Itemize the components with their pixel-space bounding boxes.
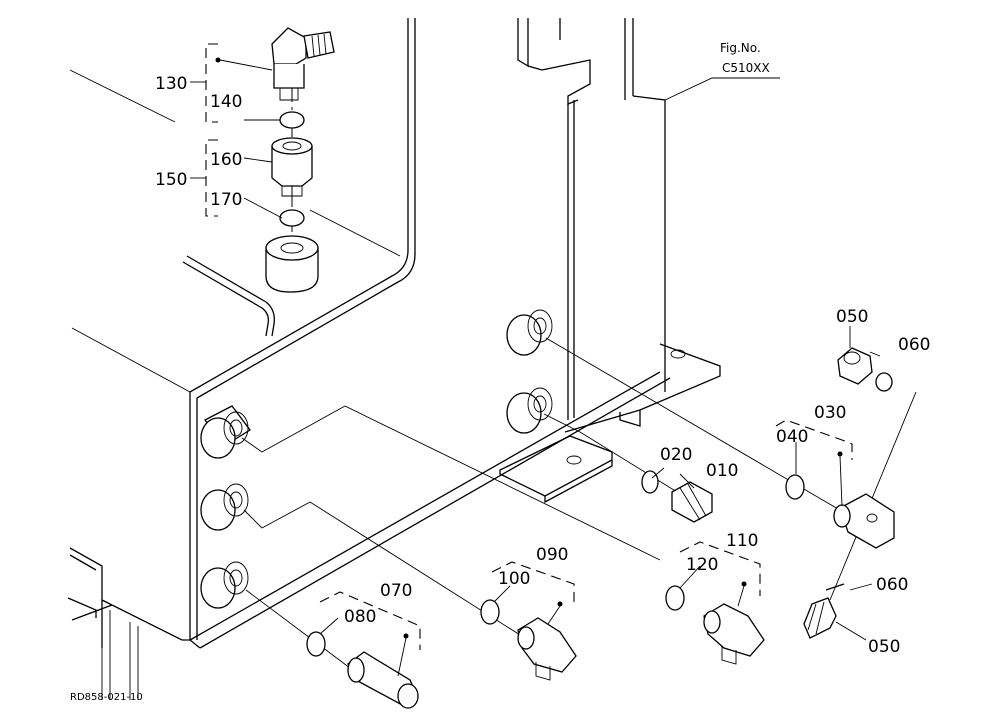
leader-050-bottom	[835, 621, 867, 641]
o-ring-080	[306, 631, 326, 657]
callout-060-top: 060	[898, 335, 930, 355]
elbow-fitting-130	[271, 27, 335, 101]
callout-080: 080	[344, 607, 376, 627]
callout-160: 160	[210, 150, 242, 170]
callout-100: 100	[498, 569, 530, 589]
bracket-090	[491, 561, 575, 625]
leader-020	[651, 467, 665, 479]
tank-body	[67, 18, 671, 700]
bosses	[200, 235, 553, 609]
boss-center-1	[506, 309, 553, 356]
leader-060-top	[869, 351, 881, 357]
boss-center-2	[506, 387, 553, 434]
callout-150: 150	[155, 170, 187, 190]
callout-040: 040	[776, 427, 808, 447]
leader-010	[679, 473, 695, 489]
bracket-150	[190, 139, 283, 219]
o-ring-140	[279, 111, 305, 129]
fig-number-line2: C510XX	[722, 61, 770, 75]
callout-140: 140	[210, 92, 242, 112]
fig-number-line1: Fig.No.	[720, 41, 761, 55]
callout-050-bottom: 050	[868, 637, 900, 657]
callout-130: 130	[155, 74, 187, 94]
o-ring-170	[279, 209, 305, 227]
callout-030: 030	[814, 403, 846, 423]
center-lines	[241, 80, 917, 669]
bracket-130	[190, 43, 280, 123]
leader-060-bottom	[849, 583, 873, 591]
callout-070: 070	[380, 581, 412, 601]
nipple-010	[671, 481, 713, 523]
callout-020: 020	[660, 445, 692, 465]
nipple-050-bottom	[803, 597, 837, 639]
boss-left-3	[200, 561, 249, 609]
drawing-number: RD858-021-10	[70, 692, 143, 703]
callout-170: 170	[210, 190, 242, 210]
o-ring-060-bottom	[825, 583, 845, 591]
o-ring-100	[480, 599, 500, 625]
adapter-160	[271, 137, 313, 197]
callout-060-bottom: 060	[876, 575, 908, 595]
o-ring-060-top	[875, 372, 893, 392]
callout-labels: 130 140 150 160 170 020 010 030 040 050 …	[155, 74, 930, 657]
boss-left-1	[200, 405, 251, 459]
bracket-070	[319, 591, 421, 677]
bracket-030	[775, 419, 853, 507]
boss-top-socket	[265, 235, 319, 293]
callout-090: 090	[536, 545, 568, 565]
elbow-fitting-110	[703, 603, 765, 665]
bracket-110	[679, 541, 761, 607]
o-ring-120	[665, 585, 685, 611]
fig-number: Fig.No. C510XX	[664, 41, 780, 101]
fitting-070	[347, 651, 419, 709]
o-ring-020	[641, 470, 659, 494]
callout-120: 120	[686, 555, 718, 575]
boss-left-2	[200, 483, 249, 531]
callout-050-top: 050	[836, 307, 868, 327]
tee-fitting-030	[833, 493, 895, 549]
nipple-050-top	[837, 347, 873, 385]
callout-010: 010	[706, 461, 738, 481]
callout-110: 110	[726, 531, 758, 551]
o-ring-040	[785, 474, 805, 500]
elbow-fitting-090	[517, 617, 577, 681]
